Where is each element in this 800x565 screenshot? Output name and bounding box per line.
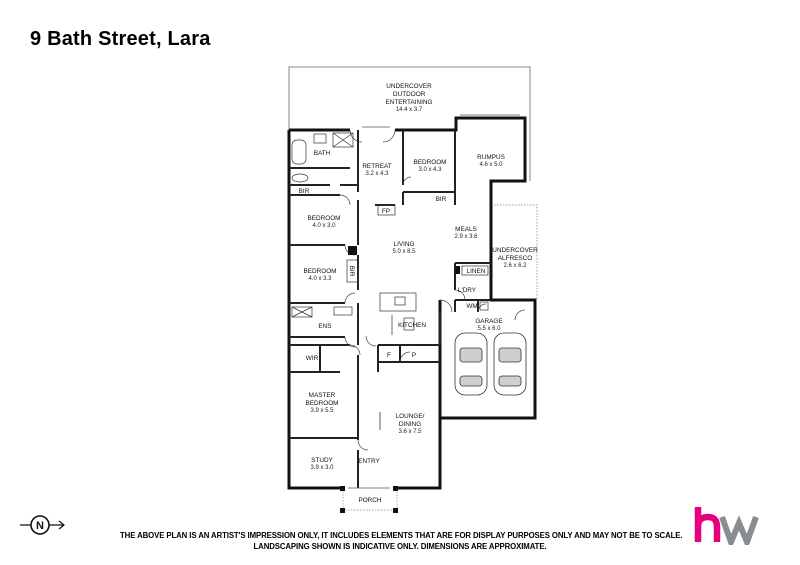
meals-dimensions: 2.9 x 3.6 (454, 234, 478, 240)
bath-label: BATH (314, 150, 331, 157)
master-label-1: MASTER (309, 392, 336, 399)
meals-label: MEALS (455, 226, 477, 233)
ensuite-label: ENS (318, 323, 331, 330)
alfresco-label-2: ALFRESCO (498, 255, 532, 262)
disclaimer-line-2: LANDSCAPING SHOWN IS INDICATIVE ONLY. DI… (253, 542, 547, 551)
bir-label-2: BIR (436, 196, 447, 203)
outdoor-entertaining-area (288, 66, 531, 181)
porch-label: PORCH (358, 497, 381, 504)
outdoor-dimensions: 14.4 x 3.7 (396, 107, 423, 113)
rumpus-dimensions: 4.6 x 5.0 (479, 162, 503, 168)
car-left-icon (454, 332, 488, 396)
living-dimensions: 5.0 x 8.5 (392, 249, 416, 255)
lounge-label-2: DINING (399, 421, 421, 428)
bathroom-fixtures (291, 132, 489, 335)
fridge-label: F (387, 352, 391, 359)
exterior-walls (287, 116, 537, 490)
bir-label-1: BIR (299, 188, 310, 195)
door-swings (339, 129, 526, 451)
outdoor-label-3: ENTERTAINING (386, 99, 433, 106)
kitchen-label: KITCHEN (398, 322, 426, 329)
room-labels: UNDERCOVER OUTDOOR ENTERTAINING 14.4 x 3… (299, 83, 538, 504)
outdoor-label-1: UNDERCOVER (386, 83, 432, 90)
lounge-dimensions: 3.6 x 7.5 (398, 429, 422, 435)
compass-letter: N (36, 520, 44, 532)
bedroom-top-dimensions: 3.0 x 4.3 (418, 167, 442, 173)
alfresco-dimensions: 2.6 x 6.2 (503, 263, 527, 269)
disclaimer: THE ABOVE PLAN IS AN ARTIST'S IMPRESSION… (120, 530, 683, 552)
retreat-label: RETREAT (362, 163, 391, 170)
misc-marks (357, 262, 381, 430)
alfresco-label-1: UNDERCOVER (492, 247, 538, 254)
wall-blocks (348, 246, 460, 274)
compass-icon: N (20, 515, 65, 535)
bedroom-top-label: BEDROOM (413, 159, 446, 166)
lounge-label-1: LOUNGE/ (396, 413, 425, 420)
bir-label-3: BIR (348, 266, 355, 277)
porch (340, 486, 398, 513)
bedroom-left2-dimensions: 4.0 x 3.3 (308, 276, 332, 282)
wm-label: WM (466, 303, 477, 310)
linen-label: LINEN (467, 268, 486, 275)
pantry-label: P (412, 352, 416, 359)
retreat-dimensions: 3.2 x 4.3 (365, 171, 389, 177)
outdoor-label-2: OUTDOOR (393, 91, 426, 98)
interior-walls (289, 130, 491, 488)
study-dimensions: 3.9 x 3.0 (310, 465, 334, 471)
bedroom-left1-dimensions: 4.0 x 3.0 (312, 223, 336, 229)
north-compass: N (18, 512, 68, 538)
hw-logo (692, 505, 772, 551)
entry-label: ENTRY (358, 458, 380, 465)
laundry-label: L'DRY (458, 287, 477, 294)
bedroom-left1-label: BEDROOM (307, 215, 340, 222)
rumpus-label: RUMPUS (477, 154, 505, 161)
sliding-doors (362, 114, 520, 128)
master-label-2: BEDROOM (305, 400, 338, 407)
alfresco-outline (491, 204, 538, 300)
master-dimensions: 3.9 x 5.5 (310, 408, 334, 414)
hw-logo-icon (694, 507, 759, 551)
fp-label: FP (382, 208, 390, 215)
disclaimer-line-1: THE ABOVE PLAN IS AN ARTIST'S IMPRESSION… (120, 531, 683, 540)
property-title: 9 Bath Street, Lara (30, 28, 211, 50)
car-right-icon (493, 332, 527, 396)
garage-label: GARAGE (475, 318, 502, 325)
bedroom-left2-label: BEDROOM (303, 268, 336, 275)
study-label: STUDY (311, 457, 333, 464)
living-label: LIVING (394, 241, 415, 248)
wir-label: WIR (306, 355, 319, 362)
garage-dimensions: 5.5 x 6.0 (477, 326, 501, 332)
